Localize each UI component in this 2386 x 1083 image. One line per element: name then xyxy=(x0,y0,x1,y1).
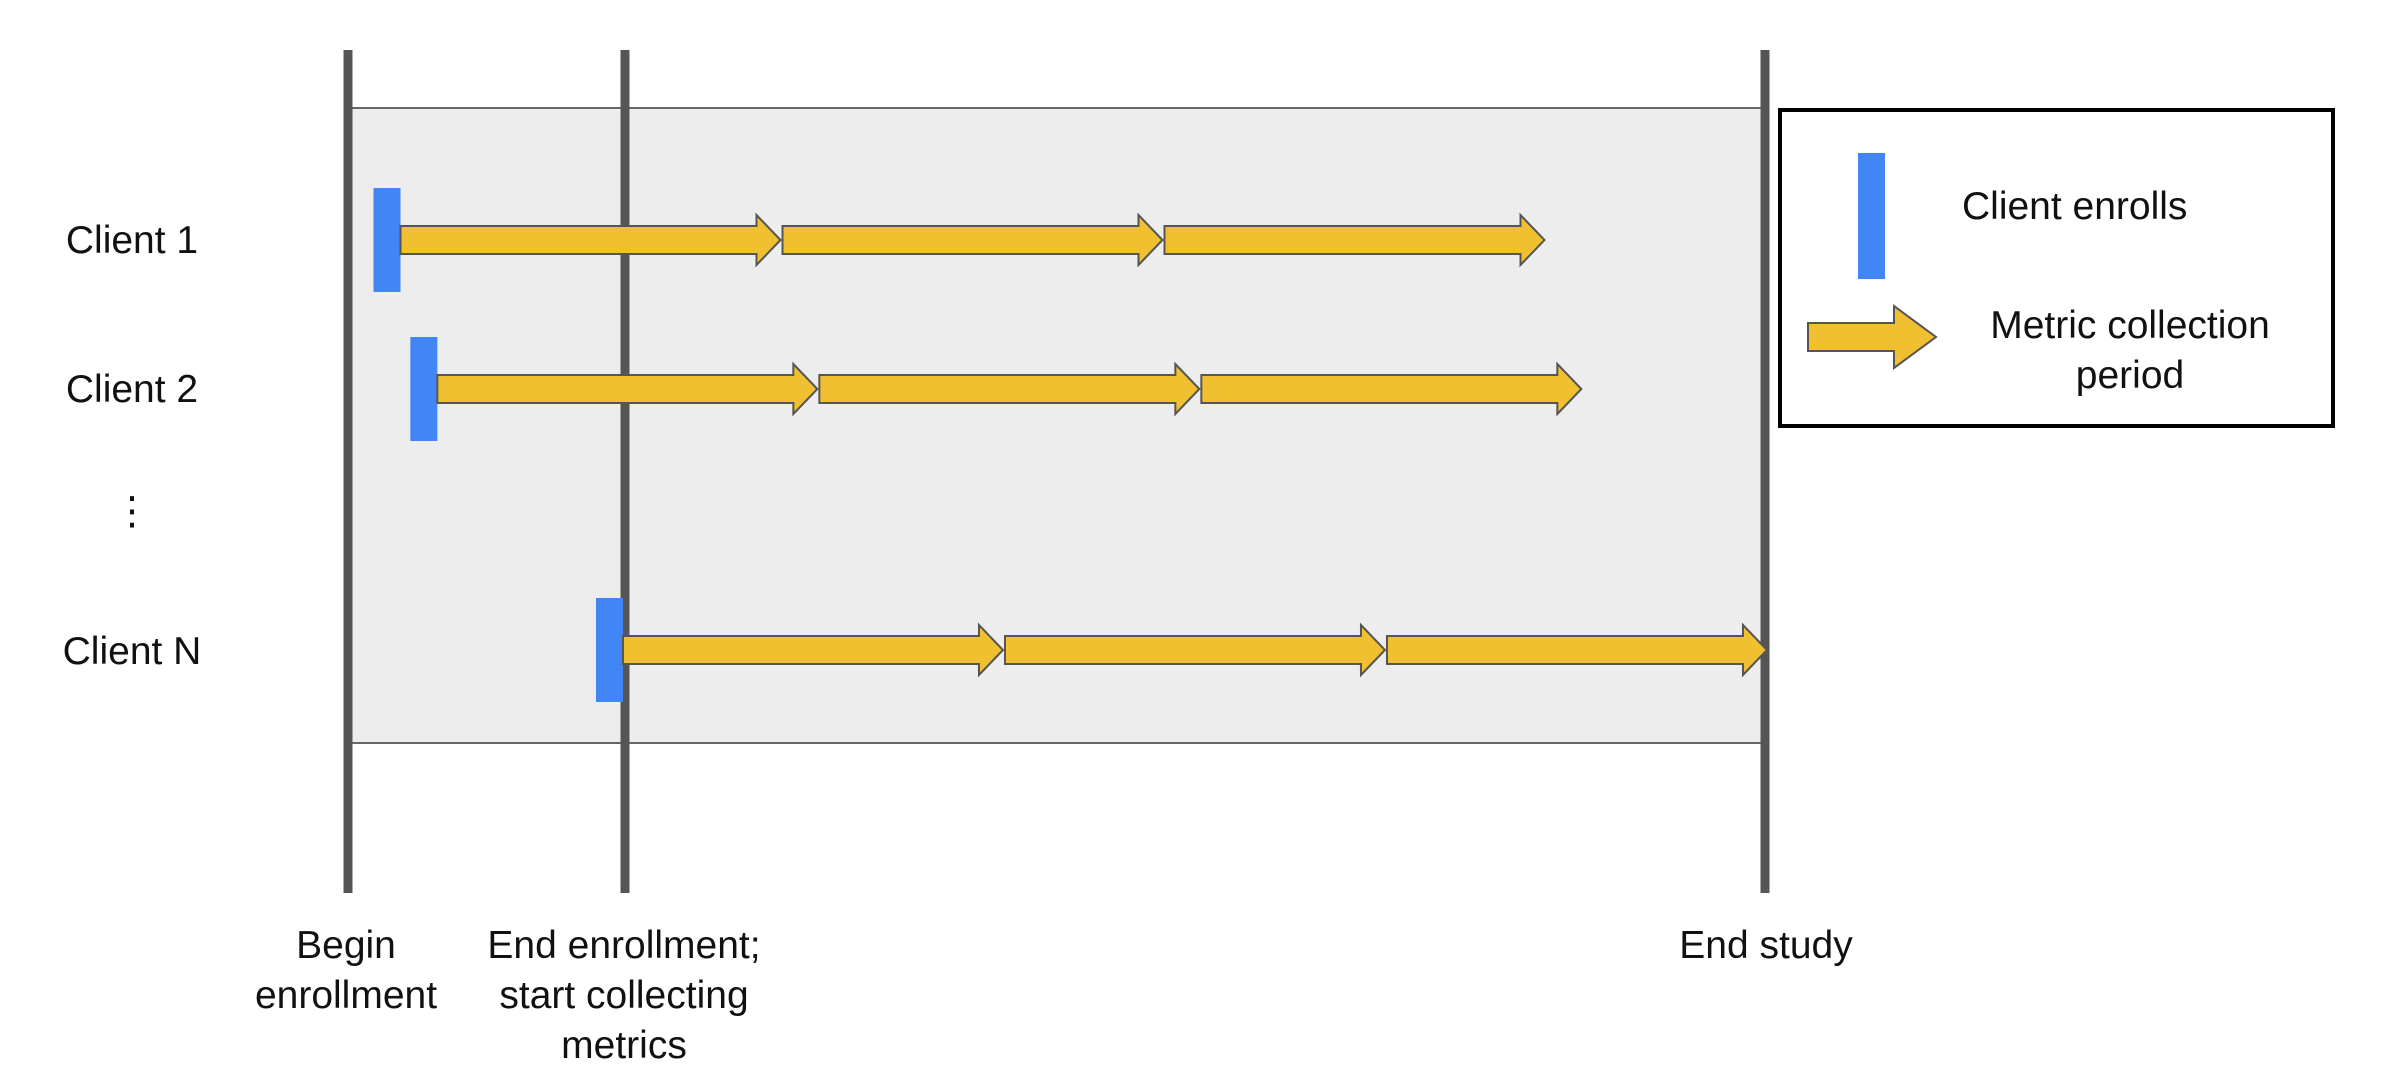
collection-arrow-3-1 xyxy=(621,622,1005,678)
client-rows xyxy=(373,188,1769,702)
legend-period-label-line-2: period xyxy=(2076,354,2184,397)
legend-arrow-swatch xyxy=(1807,304,1938,370)
collection-arrow-1-2 xyxy=(781,212,1164,268)
end-enrollment-label-line-2: start collecting xyxy=(499,974,748,1017)
enroll-bar-1 xyxy=(373,188,401,292)
row-label-client-1: Client 1 xyxy=(66,219,198,262)
collection-arrow-1-1 xyxy=(399,212,782,268)
row-label-client-n: Client N xyxy=(63,630,202,673)
legend-enroll-swatch xyxy=(1858,153,1885,279)
collection-arrow-3-3 xyxy=(1385,622,1769,678)
legend-period-label-line-1: Metric collection xyxy=(1990,304,2270,347)
begin-enrollment-label-line-1: Begin xyxy=(296,924,396,967)
row-label-client-2: Client 2 xyxy=(66,368,198,411)
collection-arrow-2-1 xyxy=(436,361,819,417)
end-enrollment-label-line-1: End enrollment; xyxy=(487,924,760,967)
end-study-label: End study xyxy=(1679,924,1853,967)
collection-arrow-2-3 xyxy=(1200,361,1583,417)
end-enrollment-label-line-3: metrics xyxy=(561,1024,687,1067)
ellipsis-marker: ⋮ xyxy=(113,490,152,533)
collection-arrow-2-2 xyxy=(818,361,1201,417)
collection-arrow-3-2 xyxy=(1003,622,1387,678)
legend: Client enrolls Metric collection period xyxy=(1778,108,2335,428)
enroll-bar-2 xyxy=(410,337,438,441)
enroll-bar-3 xyxy=(595,598,623,702)
legend-enroll-label: Client enrolls xyxy=(1962,185,2187,228)
collection-arrow-1-3 xyxy=(1163,212,1546,268)
begin-enrollment-label-line-2: enrollment xyxy=(255,974,437,1017)
